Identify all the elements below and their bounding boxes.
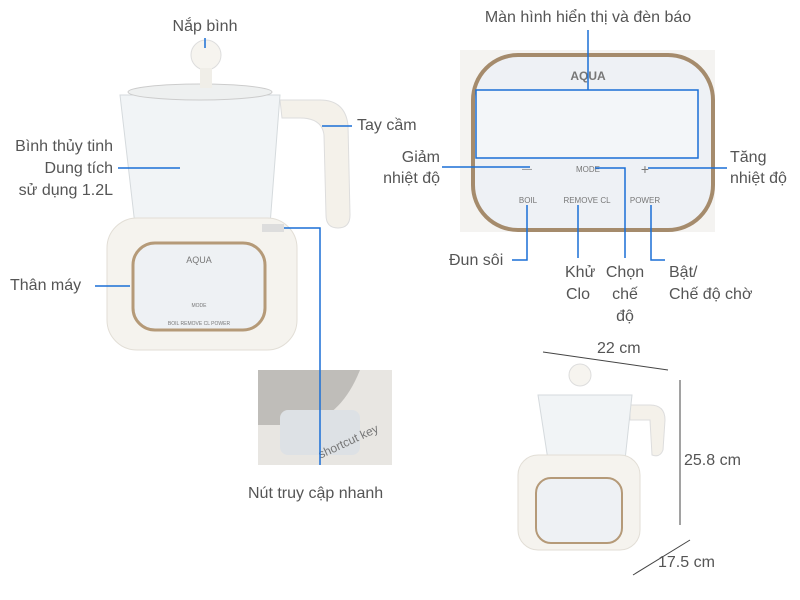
label-mode: Chọn xyxy=(605,264,645,281)
svg-text:MODE: MODE xyxy=(576,165,600,174)
svg-text:REMOVE CL: REMOVE CL xyxy=(563,196,611,205)
label-power: Bật/ xyxy=(669,264,698,281)
svg-text:+: + xyxy=(641,161,649,177)
label-handle: Tay cầm xyxy=(357,117,417,134)
label-mode-2: chế xyxy=(612,286,638,303)
label-body: Thân máy xyxy=(10,277,82,294)
label-glass-jug: Bình thủy tinh xyxy=(15,138,113,155)
lid-knob xyxy=(190,39,222,71)
svg-text:MODE: MODE xyxy=(192,303,208,309)
svg-text:AQUA: AQUA xyxy=(186,255,212,265)
svg-text:BOIL: BOIL xyxy=(519,196,538,205)
shortcut-key-button xyxy=(262,224,284,232)
label-lid: Nắp bình xyxy=(172,18,238,35)
dimension-kettle xyxy=(517,363,666,551)
label-decrease-temp-2: nhiệt độ xyxy=(383,170,440,187)
label-capacity: Dung tích xyxy=(44,160,113,177)
dimension-depth: 17.5 cm xyxy=(658,554,715,571)
svg-text:POWER: POWER xyxy=(630,196,660,205)
label-remove-cl-2: Clo xyxy=(566,286,591,303)
label-power-2: Chế độ chờ xyxy=(669,286,753,303)
label-capacity-value: sử dụng 1.2L xyxy=(18,182,113,199)
shortcut-key-photo: shortcut key xyxy=(258,370,392,465)
svg-text:—: — xyxy=(522,164,532,175)
label-decrease-temp: Giảm xyxy=(401,149,440,166)
dimension-height: 25.8 cm xyxy=(684,452,741,469)
label-increase-temp: Tăng xyxy=(730,149,767,166)
label-boil: Đun sôi xyxy=(449,252,504,269)
label-mode-3: độ xyxy=(616,308,634,325)
callout-lines xyxy=(95,30,727,465)
svg-text:BOIL REMOVE CL POWER: BOIL REMOVE CL POWER xyxy=(168,321,231,327)
label-remove-cl: Khử xyxy=(565,264,596,281)
main-kettle: AQUA MODE BOIL REMOVE CL POWER xyxy=(106,39,351,351)
dimension-width: 22 cm xyxy=(597,340,641,357)
label-display: Màn hình hiển thị và đèn báo xyxy=(484,9,692,26)
label-increase-temp-2: nhiệt độ xyxy=(730,170,787,187)
dimension-arrows xyxy=(542,351,691,576)
label-shortcut-key: Nút truy cập nhanh xyxy=(248,485,384,502)
